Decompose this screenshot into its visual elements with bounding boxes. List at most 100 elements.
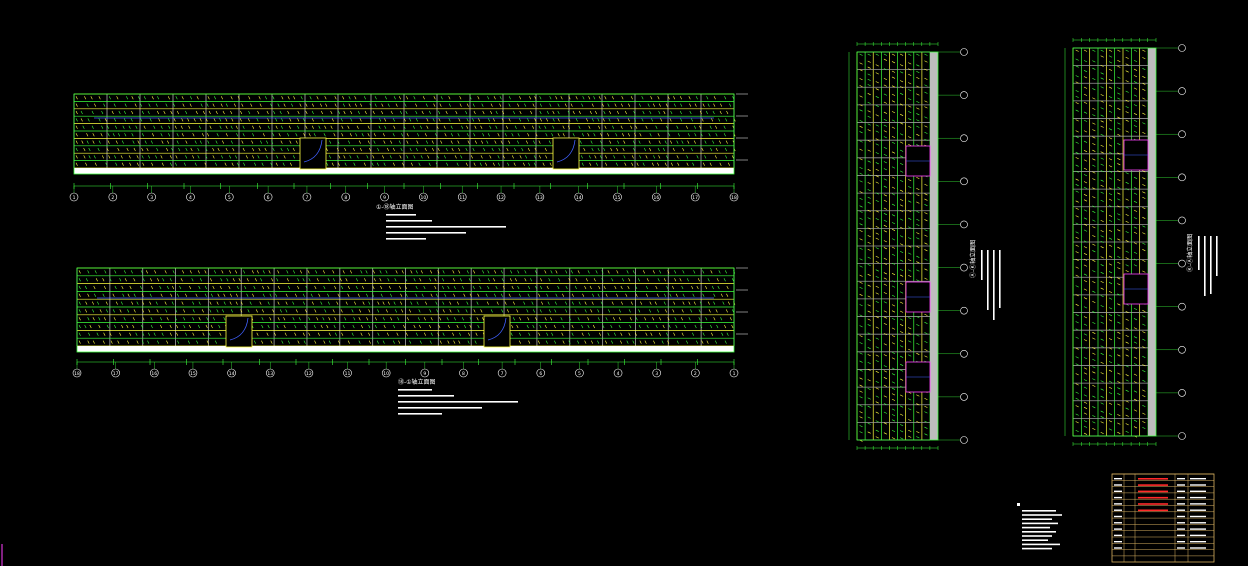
detail-tick [456,162,459,166]
detail-tick [403,324,406,329]
detail-tick [387,103,390,107]
detail-tick [883,118,888,122]
title-block-red-text [1138,503,1168,505]
detail-tick [101,110,104,115]
detail-tick [1125,90,1129,93]
detail-tick [308,133,311,137]
detail-tick [225,103,228,107]
detail-tick [1117,381,1121,384]
detail-tick [539,110,542,115]
detail-tick [645,125,648,129]
detail-tick [437,332,440,336]
detail-tick [589,285,592,290]
detail-tick [916,394,920,397]
detail-tick [1108,347,1113,350]
detail-tick [891,304,896,307]
axis-bubble [960,349,968,358]
detail-tick [1133,94,1138,97]
detail-tick [181,118,184,122]
detail-tick [899,122,904,125]
title-block-text [1177,496,1185,499]
detail-tick [568,340,571,344]
detail-tick [364,110,367,115]
detail-tick [875,411,879,414]
detail-tick [512,301,515,305]
detail-tick [382,301,385,305]
detail-tick [649,133,652,137]
detail-tick [443,155,446,159]
detail-tick [376,340,379,344]
detail-tick [899,355,904,358]
detail-tick [899,301,904,304]
detail-tick [340,309,343,313]
detail-tick [361,133,364,137]
detail-tick [1092,406,1096,409]
detail-tick [354,96,357,100]
detail-tick [324,96,327,100]
detail-tick [875,387,879,390]
detail-tick [240,301,243,305]
detail-tick [675,293,678,297]
detail-tick [899,437,904,440]
detail-tick [207,140,210,144]
detail-tick [593,133,596,137]
elevation-outline [1072,47,1157,437]
detail-tick [630,301,633,305]
detail-tick [899,310,904,313]
detail-tick [170,110,173,115]
detail-tick [80,118,83,122]
detail-tick [212,155,215,159]
detail-tick [1125,106,1129,109]
detail-tick [1092,301,1096,304]
detail-tick [924,60,928,63]
detail-tick [658,155,661,159]
detail-tick [553,324,556,329]
detail-tick [465,162,468,166]
detail-tick [1075,200,1079,203]
detail-tick [435,293,438,297]
detail-tick [326,324,329,329]
detail-tick [519,110,522,115]
detail-tick [287,340,290,344]
title-block-text [1190,484,1206,486]
detail-tick [1092,114,1096,117]
detail-tick [482,110,485,115]
title-block-text [1190,509,1206,511]
detail-tick [891,126,896,129]
detail-tick [1108,354,1113,357]
detail-tick [638,103,641,107]
detail-tick [1117,186,1121,189]
detail-tick [713,96,716,100]
axis-bubble [304,368,314,378]
detail-tick [1133,327,1138,330]
detail-tick [508,96,511,100]
detail-tick [659,317,662,321]
detail-tick [1075,405,1079,408]
detail-tick [1108,380,1113,383]
detail-tick [151,162,154,166]
detail-tick [337,140,340,144]
detail-tick [490,110,493,115]
detail-tick [340,118,343,122]
detail-tick [1083,130,1088,133]
detail-tick [506,147,509,152]
detail-tick [1125,327,1129,330]
detail-tick [908,226,912,229]
detail-tick [271,278,274,282]
detail-tick [84,285,87,290]
detail-tick [1108,282,1113,285]
detail-tick [235,125,238,129]
detail-tick [723,278,726,282]
detail-tick [867,73,871,76]
detail-tick [535,285,538,290]
detail-tick [160,155,163,159]
detail-tick [142,301,145,305]
detail-tick [208,110,211,115]
detail-tick [1100,410,1104,413]
detail-tick [592,293,595,297]
detail-tick [113,317,116,321]
detail-tick [908,398,912,401]
detail-tick [1117,422,1121,425]
detail-tick [123,270,126,274]
note-text-line [981,250,983,280]
